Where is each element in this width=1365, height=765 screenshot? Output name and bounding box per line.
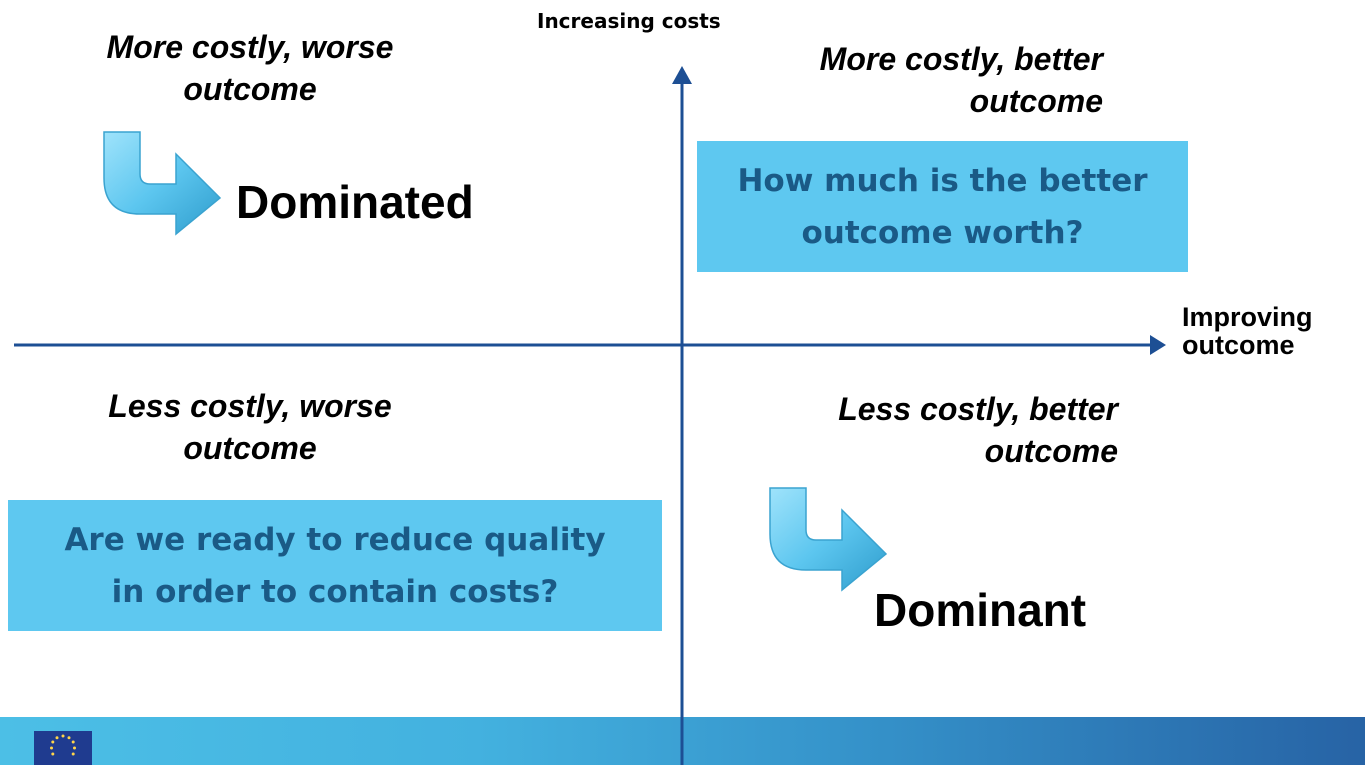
- top-left-label-line1: More costly, worse: [106, 29, 394, 65]
- horizontal-axis-label: Improving outcome: [1182, 303, 1313, 359]
- top-right-label-line1: More costly, better: [819, 41, 1103, 77]
- bottom-left-label-line1: Less costly, worse: [108, 388, 392, 424]
- top-right-label-line2: outcome: [969, 83, 1103, 119]
- top-right-quadrant-label: More costly, better outcome: [720, 38, 1103, 122]
- bottom-right-label-line1: Less costly, better: [838, 391, 1118, 427]
- bottom-left-label-line2: outcome: [183, 430, 317, 466]
- dominated-verdict: Dominated: [236, 176, 474, 228]
- vertical-axis-label: Increasing costs: [537, 9, 721, 33]
- worth-question-line2: outcome worth?: [801, 214, 1084, 251]
- vertical-axis: [672, 66, 692, 765]
- reduce-quality-line1: Are we ready to reduce quality: [64, 521, 606, 558]
- reduce-quality-callout: Are we ready to reduce quality in order …: [8, 500, 662, 631]
- curved-arrow-icon: [769, 487, 888, 592]
- horizontal-axis-label-line1: Improving: [1182, 302, 1313, 332]
- bottom-left-quadrant-label: Less costly, worse outcome: [50, 385, 450, 469]
- vertical-axis-footer-segment: [680, 717, 684, 765]
- reduce-quality-line2: in order to contain costs?: [111, 573, 559, 610]
- bottom-right-label-line2: outcome: [984, 433, 1118, 469]
- dominant-verdict: Dominant: [874, 584, 1087, 636]
- curved-arrow-icon: [103, 131, 222, 236]
- worth-question-line1: How much is the better: [737, 162, 1148, 199]
- top-left-quadrant-label: More costly, worse outcome: [50, 26, 450, 110]
- eu-flag-icon: [34, 731, 92, 765]
- top-left-label-line2: outcome: [183, 71, 317, 107]
- bottom-right-quadrant-label: Less costly, better outcome: [720, 388, 1118, 472]
- horizontal-axis-label-line2: outcome: [1182, 330, 1295, 360]
- worth-question-callout: How much is the better outcome worth?: [697, 141, 1188, 272]
- horizontal-axis: [14, 335, 1166, 355]
